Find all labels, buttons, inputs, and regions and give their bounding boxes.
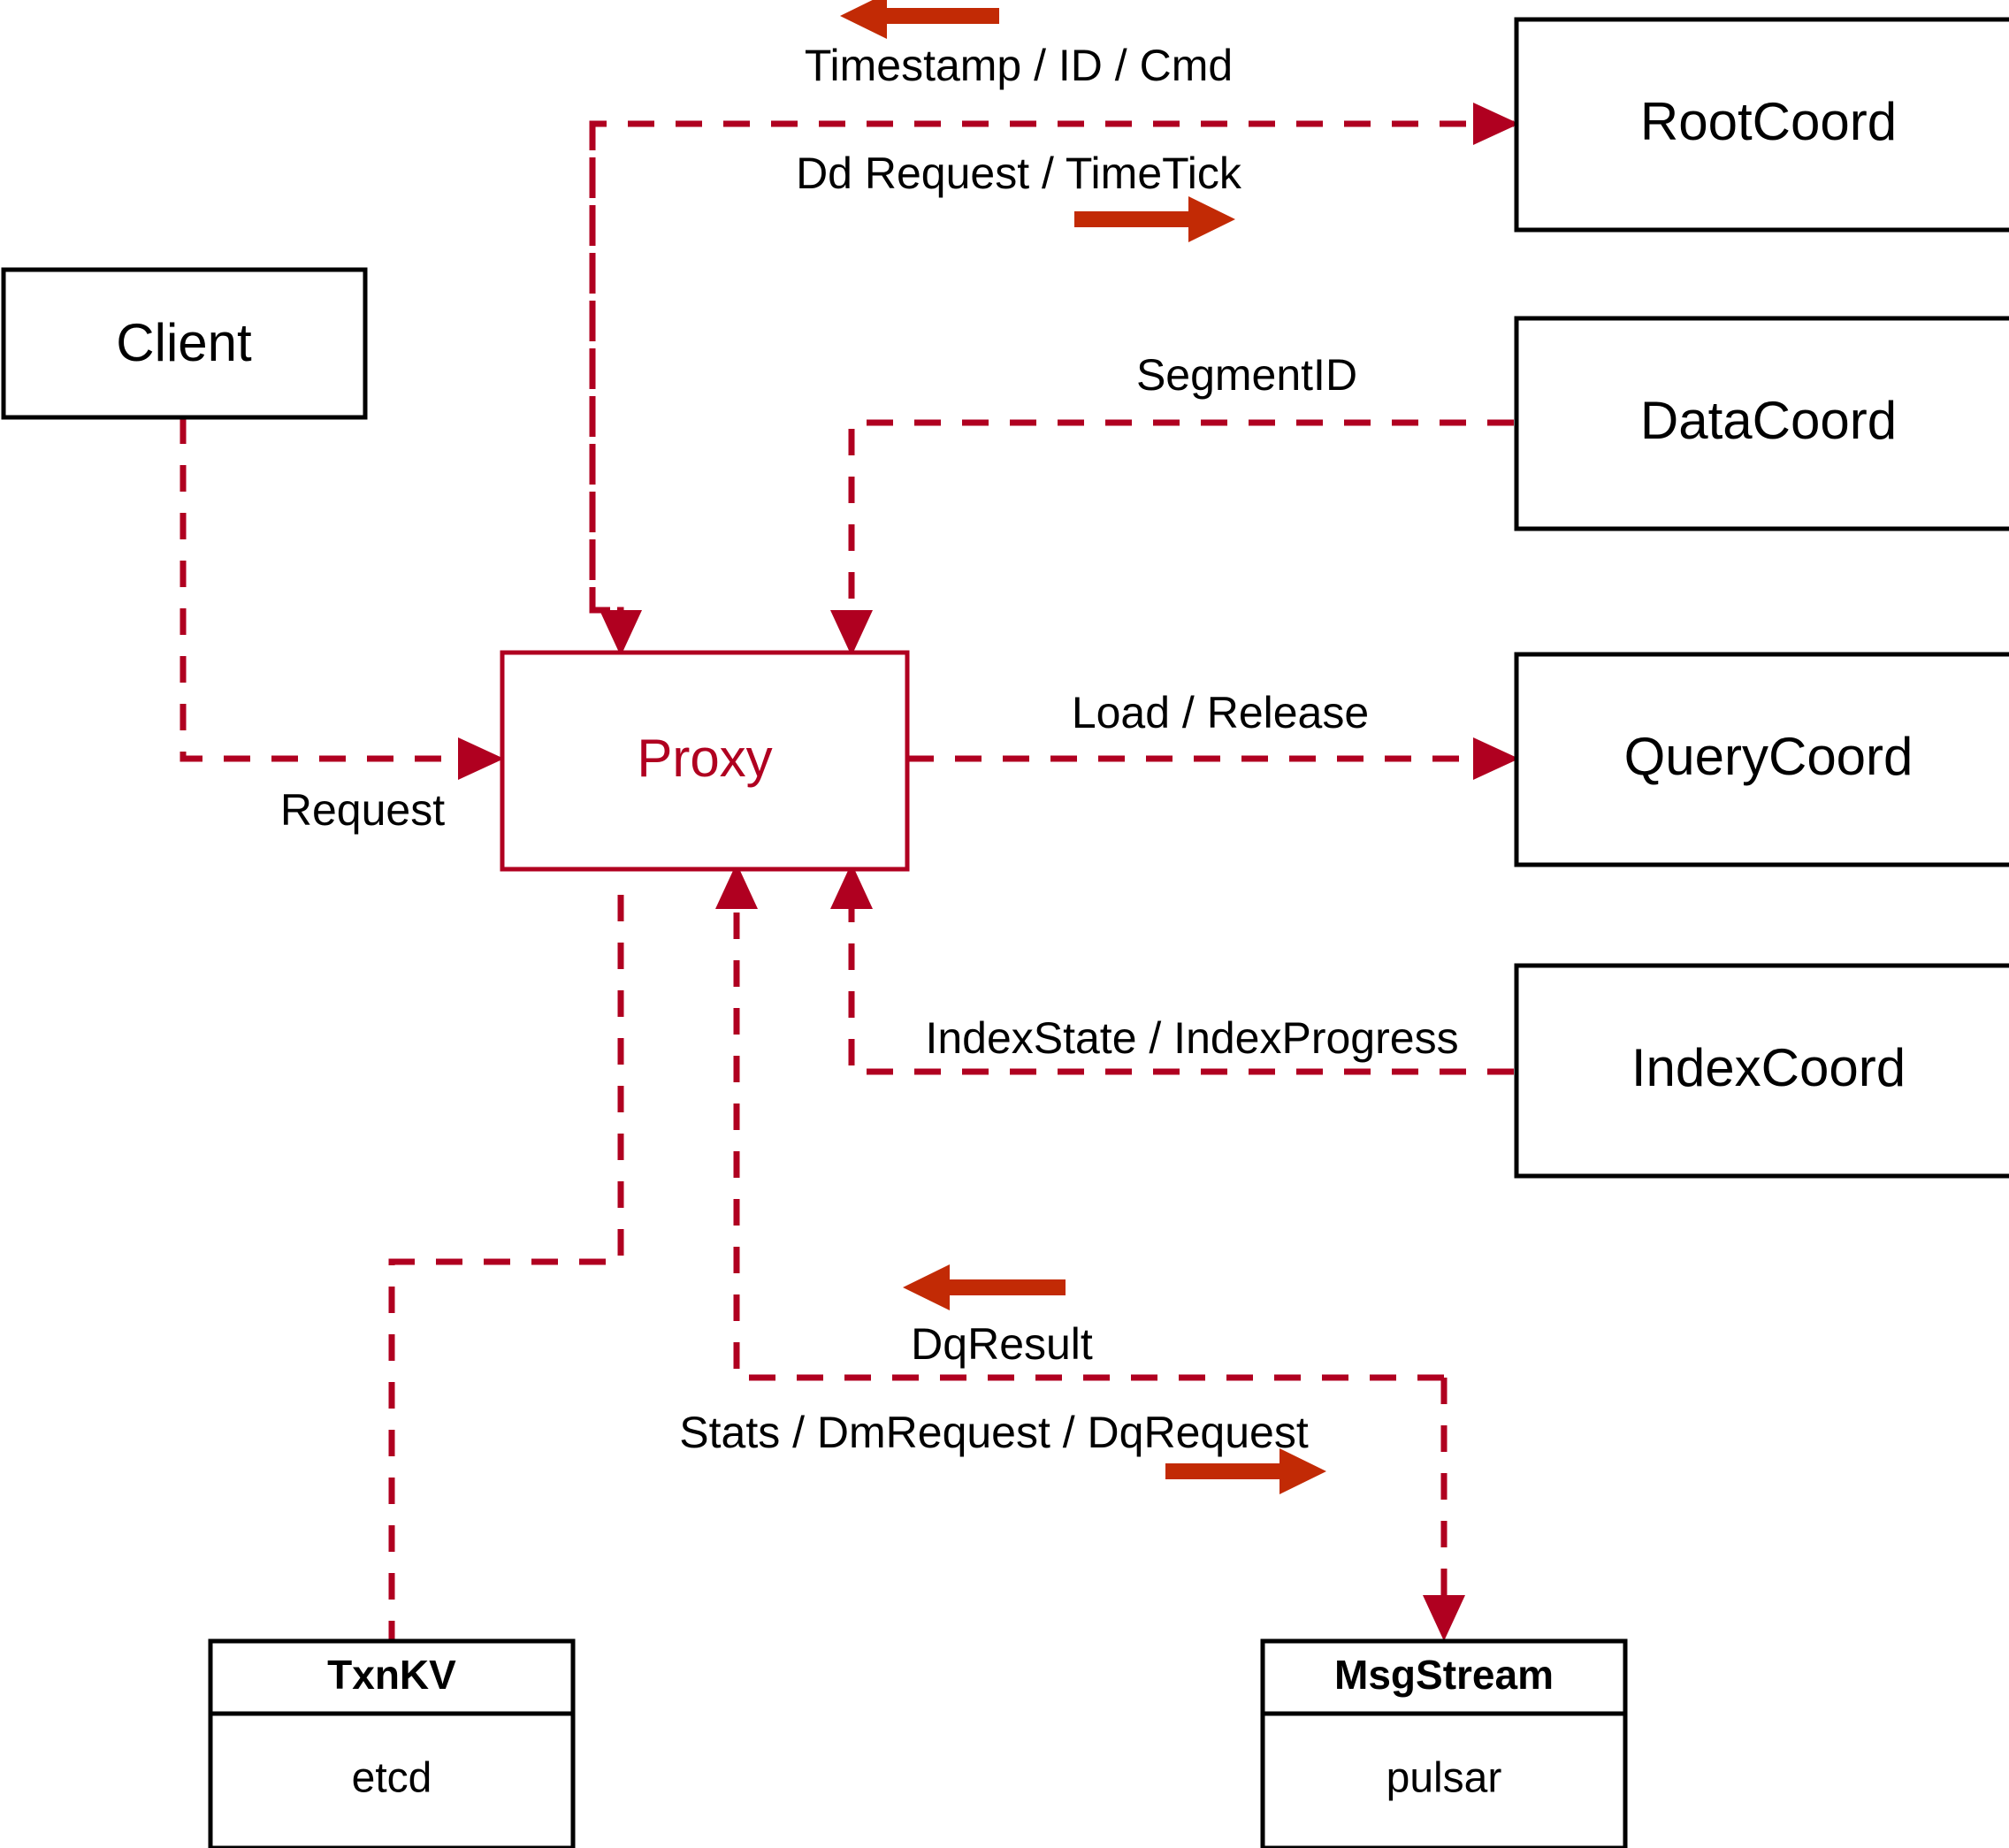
node-proxy-label: Proxy	[637, 729, 772, 788]
node-msgstream[interactable]: MsgStream pulsar	[1260, 1638, 1628, 1848]
connection-proxy-to-txnkv	[388, 895, 624, 1641]
edge-label-load-release: Load / Release	[1072, 688, 1369, 737]
edge-label-dd-request-timetick: Dd Request / TimeTick	[796, 149, 1242, 198]
connection-rootcoord-to-proxy	[589, 120, 1514, 656]
direction-arrow-dmrequest-right	[1165, 1448, 1326, 1494]
node-msgstream-label: MsgStream	[1334, 1652, 1554, 1698]
node-rootcoord[interactable]: RootCoord	[1514, 17, 2009, 233]
edge-label-request: Request	[280, 785, 445, 835]
node-rootcoord-label: RootCoord	[1640, 92, 1897, 151]
edge-label-dq-result: DqResult	[911, 1319, 1093, 1369]
node-indexcoord-label: IndexCoord	[1631, 1038, 1906, 1097]
connection-proxy-to-querycoord	[907, 737, 1519, 780]
node-querycoord[interactable]: QueryCoord	[1514, 652, 2009, 867]
edge-label-segment-id: SegmentID	[1136, 350, 1357, 400]
node-querycoord-label: QueryCoord	[1624, 727, 1914, 786]
node-datacoord[interactable]: DataCoord	[1514, 316, 2009, 531]
connection-proxy-to-rootcoord	[1473, 103, 1519, 145]
connection-client-to-proxy	[180, 417, 504, 780]
node-msgstream-impl: pulsar	[1386, 1755, 1502, 1802]
direction-arrow-ddrequest-right	[1074, 196, 1235, 242]
node-txnkv[interactable]: TxnKV etcd	[208, 1638, 576, 1848]
node-datacoord-label: DataCoord	[1640, 391, 1897, 450]
connection-indexcoord-to-proxy	[830, 863, 1514, 1075]
direction-arrow-dqresult-left	[903, 1264, 1066, 1310]
connection-msgstream-to-proxy	[715, 863, 1444, 1381]
edge-label-stats-dm-dq-request: Stats / DmRequest / DqRequest	[679, 1408, 1309, 1457]
node-client[interactable]: Client	[1, 267, 368, 420]
node-proxy[interactable]: Proxy	[500, 650, 910, 872]
connection-datacoord-to-proxy	[830, 419, 1514, 656]
node-txnkv-impl: etcd	[352, 1755, 432, 1802]
node-txnkv-label: TxnKV	[327, 1652, 456, 1698]
edge-label-timestamp-id-cmd: Timestamp / ID / Cmd	[805, 41, 1233, 90]
edge-label-index-state-progress: IndexState / IndexProgress	[925, 1013, 1458, 1063]
node-client-label: Client	[116, 313, 252, 372]
node-indexcoord[interactable]: IndexCoord	[1514, 963, 2009, 1179]
connection-proxy-to-msgstream	[1423, 1378, 1465, 1641]
direction-arrow-timestamp-left	[840, 0, 999, 39]
